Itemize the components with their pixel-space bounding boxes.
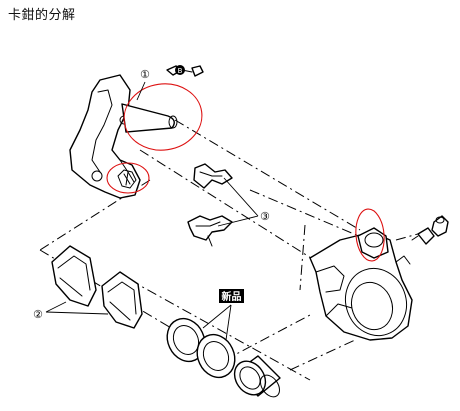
- bolt-tag: B: [178, 67, 183, 75]
- caliper-body: [309, 227, 413, 341]
- piston: [233, 355, 281, 398]
- callout-2: ②: [33, 308, 43, 321]
- new-parts-badge: 新品: [219, 289, 244, 303]
- pad-clips: [187, 163, 233, 247]
- highlight-caliper-boss: [355, 208, 385, 262]
- piston-seals: [166, 317, 236, 379]
- caliper-bracket: [69, 74, 178, 199]
- highlight-marks: [106, 83, 385, 262]
- leader-lines: [45, 81, 259, 341]
- bleeder-bolt-top: B: [166, 65, 204, 77]
- callout-1: ①: [140, 68, 150, 81]
- highlight-guide-pin: [123, 83, 203, 151]
- page-title: 卡鉗的分解: [8, 8, 76, 23]
- bleeder-screw-and-cap: [411, 215, 449, 245]
- callout-3: ③: [260, 210, 270, 223]
- highlight-pin-boot: [106, 162, 150, 194]
- brake-pads: [51, 245, 143, 329]
- new-parts-label: 新品: [222, 290, 242, 303]
